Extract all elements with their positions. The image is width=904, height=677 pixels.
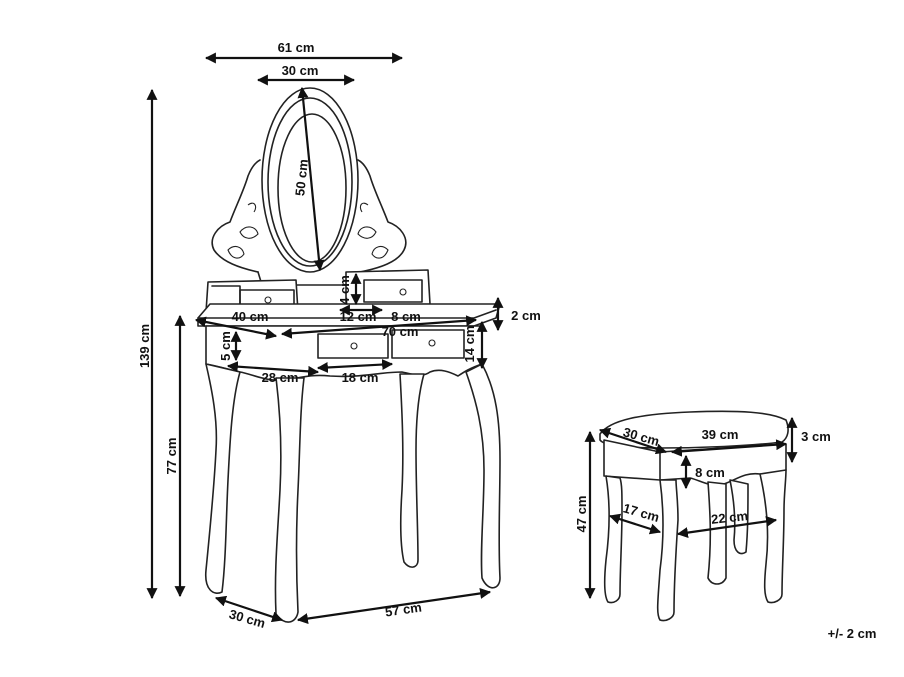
label-table-height: 77 cm: [164, 438, 179, 475]
label-stool-width: 39 cm: [702, 427, 739, 442]
stool-leg-back-left: [707, 481, 727, 585]
label-apron-height: 14 cm: [462, 326, 477, 363]
label-stool-apron-height: 8 cm: [695, 465, 725, 480]
upper-right-drawer: [345, 269, 431, 307]
stool-leg-front-left: [603, 475, 623, 604]
label-drawer-width-left: 28 cm: [262, 370, 299, 385]
label-top-thickness: 2 cm: [511, 308, 541, 323]
left-ornament: [211, 159, 261, 273]
dimension-lines: [146, 52, 798, 625]
label-upper-drawer-width: 12 cm: [340, 309, 377, 324]
stool-leg-back-right: [759, 469, 787, 604]
label-mirror-width: 30 cm: [282, 63, 319, 78]
label-mirror-height: 50 cm: [292, 158, 311, 196]
leg-front-right: [274, 377, 305, 623]
label-width-bottom: 57 cm: [384, 600, 423, 620]
stool-leg-front-right: [656, 479, 679, 622]
label-total-height: 139 cm: [137, 324, 152, 368]
leg-back-left: [399, 373, 425, 568]
label-drawer-height: 5 cm: [218, 331, 233, 361]
label-drawer-width-right: 18 cm: [342, 370, 379, 385]
label-depth-top: 40 cm: [232, 309, 269, 324]
label-table-width-top: 70 cm: [382, 324, 419, 339]
label-stool-height: 47 cm: [574, 496, 589, 533]
vanity-table: [197, 87, 501, 623]
label-upper-drawer-width-inner: 8 cm: [391, 309, 421, 324]
leg-back-right: [465, 363, 501, 589]
label-width-top: 61 cm: [278, 40, 315, 55]
label-upper-drawer-height: 4 cm: [337, 275, 352, 305]
label-depth-bottom: 30 cm: [227, 606, 267, 631]
tolerance-note: +/- 2 cm: [828, 626, 877, 641]
leg-front-left: [204, 363, 241, 594]
label-stool-leg-width: 22 cm: [710, 508, 748, 527]
right-ornament: [357, 159, 407, 273]
label-stool-cushion-height: 3 cm: [801, 429, 831, 444]
